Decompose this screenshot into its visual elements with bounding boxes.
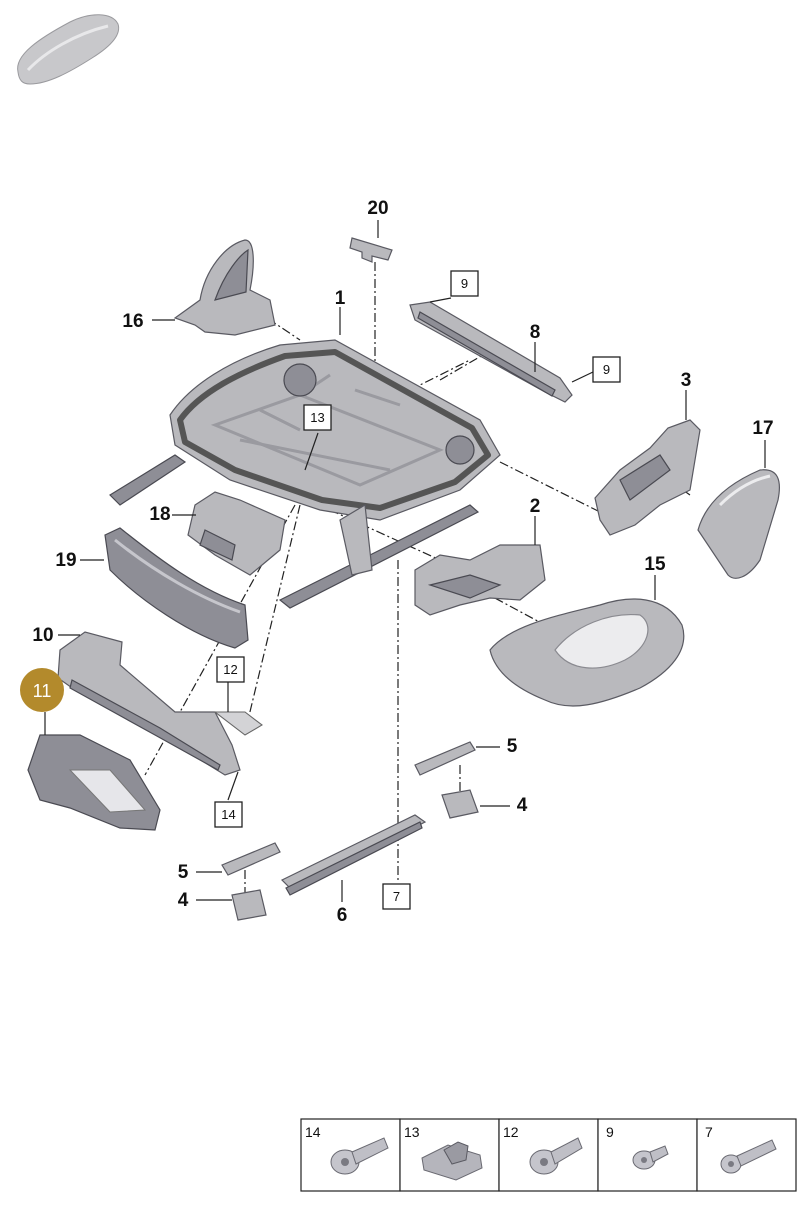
svg-text:14: 14	[221, 807, 235, 822]
part-19-front-trim[interactable]	[104, 527, 249, 649]
svg-text:9: 9	[603, 362, 610, 377]
nut-block-icon	[421, 1141, 483, 1181]
part-4-lower-guide-left[interactable]	[231, 889, 267, 921]
callout-8[interactable]: 8	[530, 322, 541, 343]
table-cell-number: 7	[705, 1124, 713, 1140]
hardware-table: 14 13 12 9 7	[300, 1118, 797, 1192]
part-17-side-trim[interactable]	[697, 469, 781, 579]
part-15-cushion-shell[interactable]	[489, 598, 685, 707]
callout-1[interactable]: 1	[335, 288, 346, 309]
screw-icon	[632, 1145, 669, 1170]
svg-text:7: 7	[393, 889, 400, 904]
callout-5-right[interactable]: 5	[507, 736, 518, 757]
callout-17[interactable]: 17	[752, 418, 773, 439]
part-4-lower-guide[interactable]	[441, 789, 479, 819]
svg-text:12: 12	[223, 662, 237, 677]
highlighted-callout-11[interactable]: 11	[20, 668, 64, 712]
boxed-callouts: 9 9 13 12 14 7	[214, 270, 621, 910]
part-8-rail[interactable]	[409, 301, 573, 403]
callout-5-left[interactable]: 5	[178, 862, 189, 883]
callout-10[interactable]: 10	[32, 625, 53, 646]
callout-18[interactable]: 18	[149, 504, 170, 525]
part-5-upper-slider-left[interactable]	[221, 842, 281, 876]
callout-16[interactable]: 16	[122, 311, 143, 332]
callout-4-right[interactable]: 4	[517, 795, 528, 816]
callout-6[interactable]: 6	[337, 905, 348, 926]
part-18-bracket[interactable]	[187, 491, 286, 576]
boxed-callout-13[interactable]: 13	[303, 404, 332, 431]
boxed-callout-9-right[interactable]: 9	[592, 356, 621, 383]
callout-4-left[interactable]: 4	[178, 890, 189, 911]
part-3-side-bracket[interactable]	[594, 419, 701, 536]
part-10-lower-bracket[interactable]	[57, 631, 263, 776]
bolt-icon	[529, 1137, 583, 1175]
svg-text:9: 9	[461, 276, 468, 291]
svg-text:13: 13	[310, 410, 324, 425]
table-cell-number: 12	[503, 1124, 519, 1140]
part-16-side-bracket[interactable]	[173, 239, 276, 336]
part-20-clip[interactable]	[349, 237, 393, 263]
highlight-circle	[20, 668, 64, 712]
screw-icon	[720, 1139, 777, 1174]
leader-lines	[44, 220, 766, 902]
car-thumbnail-icon[interactable]	[17, 14, 120, 85]
callout-labels: 20 1 16 8 3 17 2 18 19 15 10 5 4 5 4 6	[32, 198, 773, 926]
bolt-icon	[330, 1137, 389, 1175]
part-5-upper-slider[interactable]	[414, 741, 476, 776]
part-11-highlighted-bracket[interactable]	[27, 734, 161, 831]
callout-15[interactable]: 15	[644, 554, 666, 575]
callout-19[interactable]: 19	[55, 550, 76, 571]
table-cell-number: 13	[404, 1124, 420, 1140]
boxed-callout-12[interactable]: 12	[216, 656, 245, 683]
boxed-callout-14[interactable]: 14	[214, 801, 243, 828]
part-1-seat-frame[interactable]	[109, 339, 501, 609]
svg-text:11: 11	[33, 681, 52, 701]
callout-3[interactable]: 3	[681, 370, 692, 391]
table-cell-number: 9	[606, 1124, 614, 1140]
boxed-callout-7[interactable]: 7	[382, 883, 411, 910]
part-6-slider-rail[interactable]	[280, 814, 427, 896]
table-cell-number: 14	[305, 1124, 321, 1140]
callout-20[interactable]: 20	[367, 198, 388, 219]
callout-2[interactable]: 2	[530, 496, 541, 517]
boxed-callout-9-top[interactable]: 9	[450, 270, 479, 297]
part-2-mechanism[interactable]	[414, 544, 546, 616]
